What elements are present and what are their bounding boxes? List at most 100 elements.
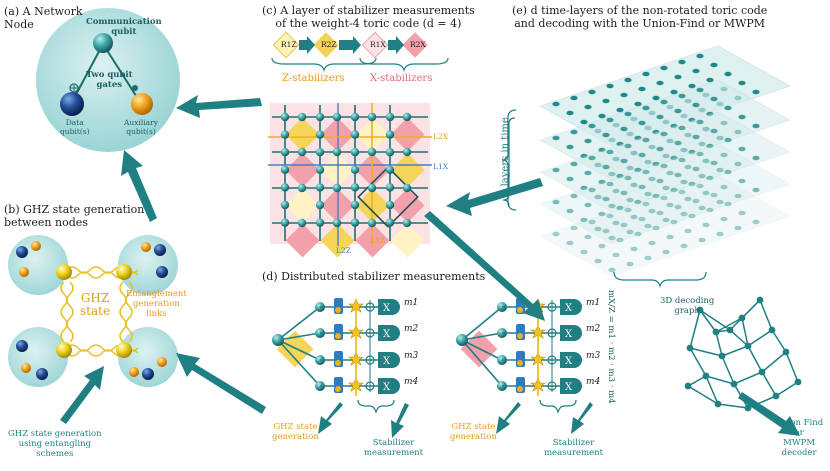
layer-qubit xyxy=(620,158,628,164)
layer-qubit xyxy=(692,166,700,172)
layer-qubit xyxy=(594,194,602,200)
layer-qubit xyxy=(616,205,624,211)
layer-qubit xyxy=(724,169,732,175)
graph-edge xyxy=(759,299,773,331)
entanglement-links-label: Entanglement generation links xyxy=(126,289,187,319)
x-measure-gate: X xyxy=(560,325,582,341)
lattice-qubit xyxy=(297,183,307,193)
graph-edge xyxy=(699,309,731,331)
layer-qubit xyxy=(652,161,660,167)
ancilla-dot xyxy=(517,307,523,313)
layer-qubit xyxy=(692,198,700,204)
layer-qubit xyxy=(738,80,746,86)
lattice-qubit xyxy=(402,183,412,193)
layer-qubit xyxy=(606,213,614,219)
panel-a-title: (a) A Network Node xyxy=(4,5,83,31)
layer-qubit xyxy=(630,214,638,220)
layer-qubit xyxy=(552,167,560,173)
layer-qubit xyxy=(566,144,574,150)
layer-qubit xyxy=(602,98,610,104)
layer-qubit xyxy=(630,246,638,252)
layer-qubit xyxy=(692,68,700,74)
layer-qubit xyxy=(752,155,760,161)
layer-qubit xyxy=(710,160,718,166)
layer-qubit xyxy=(634,167,642,173)
toric-lattice xyxy=(268,103,432,258)
layer-qubit xyxy=(738,178,746,184)
graph-node xyxy=(712,328,720,336)
circuit-left xyxy=(272,302,325,391)
layer-qubit xyxy=(662,185,670,191)
layer-qubit xyxy=(674,172,682,178)
graph-edge xyxy=(687,375,707,387)
layer-qubit xyxy=(584,234,592,240)
layer-qubit xyxy=(552,135,560,141)
layer-qubit xyxy=(606,149,614,155)
graph-node xyxy=(730,380,738,388)
graph-node xyxy=(714,400,722,408)
layer-qubit xyxy=(584,104,592,110)
ghz-gen-label-right: GHZ state generation xyxy=(450,422,497,442)
lattice-qubit xyxy=(332,147,342,157)
layer-qubit xyxy=(738,114,746,120)
layer-qubit xyxy=(696,53,704,59)
layer-qubit xyxy=(660,163,668,169)
layer-qubit xyxy=(626,229,634,235)
layer-qubit xyxy=(698,173,706,179)
network-node xyxy=(36,8,180,152)
layer-qubit xyxy=(734,193,742,199)
layer-qubit xyxy=(616,107,624,113)
graph-node xyxy=(718,352,726,360)
lattice-qubit xyxy=(332,112,342,122)
lattice-qubit xyxy=(385,165,395,174)
stabilizer-plaquette xyxy=(390,188,425,223)
layer-qubit xyxy=(642,105,650,111)
graph-node xyxy=(696,306,704,314)
layer-qubit xyxy=(594,226,602,232)
layer-qubit xyxy=(720,216,728,222)
graph-node xyxy=(756,296,764,304)
lattice-qubit xyxy=(280,112,290,122)
layer-qubit xyxy=(652,193,660,199)
measurement-result: m1 xyxy=(586,298,600,308)
layer-qubit xyxy=(670,155,678,161)
layer-qubit xyxy=(738,146,746,152)
ghz-state-label: GHZ state xyxy=(80,291,111,318)
time-layer xyxy=(539,111,791,213)
layer-qubit xyxy=(612,252,620,258)
layer-qubit xyxy=(698,237,706,243)
lattice-qubit xyxy=(315,183,325,192)
layer-qubit xyxy=(710,62,718,68)
layer-qubit xyxy=(620,222,628,228)
panel-e-title: (e) d time-layers of the non-rotated tor… xyxy=(512,4,768,30)
layer-qubit xyxy=(588,187,596,193)
lattice-qubit xyxy=(315,130,325,139)
layer-qubit xyxy=(624,207,632,213)
measurement-result: m4 xyxy=(404,377,419,387)
layer-qubit xyxy=(588,155,596,161)
layer-qubit xyxy=(598,179,606,185)
lattice-qubit xyxy=(315,200,325,210)
layer-qubit xyxy=(648,176,656,182)
svg-text:X: X xyxy=(565,303,573,314)
svg-text:X: X xyxy=(383,356,391,367)
layer-qubit xyxy=(634,199,642,205)
measurement-result: m2 xyxy=(586,324,601,334)
layer-qubit xyxy=(612,188,620,194)
layer-qubit xyxy=(662,249,670,255)
layer-qubit xyxy=(696,87,704,93)
seq-r2x: R2X xyxy=(410,40,426,49)
graph-edge xyxy=(741,317,749,347)
ghz-network xyxy=(8,235,178,387)
lattice-qubit xyxy=(402,218,412,228)
graph-edge xyxy=(761,371,777,397)
stab-sequence xyxy=(271,31,449,72)
layer-qubit xyxy=(696,183,704,189)
lattice-qubit xyxy=(385,148,395,157)
ancilla-dot xyxy=(335,333,341,339)
decoding-graph xyxy=(684,296,802,412)
lattice-qubit xyxy=(367,218,377,228)
lattice-qubit xyxy=(315,165,325,174)
time-layer xyxy=(539,175,791,277)
layer-qubit xyxy=(588,219,596,225)
